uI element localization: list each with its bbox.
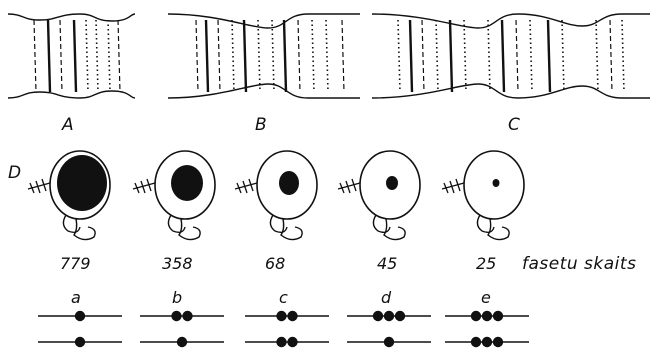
facet-count-caption: fasetu skaits: [522, 256, 636, 273]
row-label-e: e: [481, 290, 491, 306]
band-c-5: [464, 20, 466, 92]
bar-dot-2-1-1: [75, 337, 85, 347]
band-a-5: [96, 20, 98, 92]
band-a-3: [74, 20, 76, 92]
band-b-7: [284, 20, 286, 92]
band-c-7: [502, 20, 504, 92]
eye-5: [493, 179, 500, 187]
panel-label-c: C: [508, 117, 520, 134]
facet-count-5: 25: [476, 256, 496, 272]
antenna-3: [235, 179, 257, 193]
bar-dot-1-3-2: [287, 311, 297, 321]
bar-dot-1-2-1: [171, 311, 181, 321]
band-b-2: [218, 20, 220, 92]
bar-dot-1-5-2: [482, 311, 492, 321]
bar-dot-1-5-3: [493, 311, 503, 321]
row-label-b: b: [172, 290, 182, 306]
band-b-10: [326, 20, 328, 92]
eye-2: [171, 165, 203, 201]
chromosome-c-top-edge: [372, 14, 650, 28]
bar-dot-1-5-1: [471, 311, 481, 321]
bar-dot-2-3-1: [276, 337, 286, 347]
bar-dot-1-3-1: [276, 311, 286, 321]
band-a-0: [34, 20, 36, 92]
facet-count-1: 779: [60, 256, 91, 272]
antenna-4: [338, 179, 360, 193]
bar-dot-2-5-2: [482, 337, 492, 347]
eye-4: [386, 176, 398, 190]
fly-head-1: [28, 151, 110, 240]
band-c-8: [516, 20, 518, 92]
band-c-10: [548, 20, 550, 92]
band-a-6: [108, 20, 110, 92]
chromosome-b-bottom-edge: [168, 84, 360, 98]
fly-head-4: [338, 151, 420, 240]
facet-count-2: 358: [162, 256, 193, 272]
row-label-d: d: [381, 290, 391, 306]
fly-head-2: [133, 151, 215, 240]
band-c-4: [450, 20, 452, 92]
band-c-11: [562, 20, 564, 92]
bar-dot-1-4-1: [373, 311, 383, 321]
row-label-a: a: [71, 290, 81, 306]
band-b-6: [272, 20, 274, 92]
band-c-12: [596, 20, 598, 92]
bar-dot-2-4-1: [384, 337, 394, 347]
bar-dot-2-5-3: [493, 337, 503, 347]
band-b-3: [232, 20, 234, 92]
bar-dot-1-2-2: [182, 311, 192, 321]
chromosome-b-top-edge: [168, 14, 360, 28]
panel-label-b: B: [255, 117, 267, 134]
band-c-9: [530, 20, 532, 92]
band-b-11: [342, 20, 344, 92]
facet-count-3: 68: [265, 256, 285, 272]
bar-dot-1-4-2: [384, 311, 394, 321]
band-c-13: [610, 20, 612, 92]
band-a-4: [86, 20, 88, 92]
band-b-8: [298, 20, 300, 92]
fly-head-5: [442, 151, 524, 240]
chromosome-c-bottom-edge: [372, 84, 650, 98]
bar-dot-1-4-3: [395, 311, 405, 321]
band-c-0: [398, 20, 400, 92]
bar-dot-2-2-1: [177, 337, 187, 347]
chromosome-a-bottom-edge: [8, 91, 135, 98]
band-a-7: [118, 20, 120, 92]
band-a-2: [60, 20, 62, 92]
band-b-4: [244, 20, 246, 92]
antenna-1: [28, 179, 50, 193]
facet-count-4: 45: [377, 256, 397, 272]
chromosome-a-top-edge: [8, 14, 135, 21]
bar-dot-2-5-1: [471, 337, 481, 347]
row-label-c: c: [279, 290, 288, 306]
band-c-14: [622, 20, 624, 92]
eye-3: [279, 171, 299, 195]
band-b-0: [196, 20, 198, 92]
band-c-3: [436, 20, 438, 92]
band-c-6: [488, 20, 490, 92]
band-c-2: [422, 20, 424, 92]
band-a-1: [48, 20, 50, 92]
band-b-5: [258, 20, 260, 92]
antenna-5: [442, 179, 464, 193]
panel-label-d: D: [8, 165, 21, 182]
bar-dot-1-1-1: [75, 311, 85, 321]
band-c-1: [410, 20, 412, 92]
antenna-2: [133, 179, 155, 193]
fly-head-3: [235, 151, 317, 240]
bar-dot-2-3-2: [287, 337, 297, 347]
panel-label-a: A: [62, 117, 74, 134]
eye-1: [57, 155, 107, 211]
band-b-1: [206, 20, 208, 92]
band-b-9: [312, 20, 314, 92]
